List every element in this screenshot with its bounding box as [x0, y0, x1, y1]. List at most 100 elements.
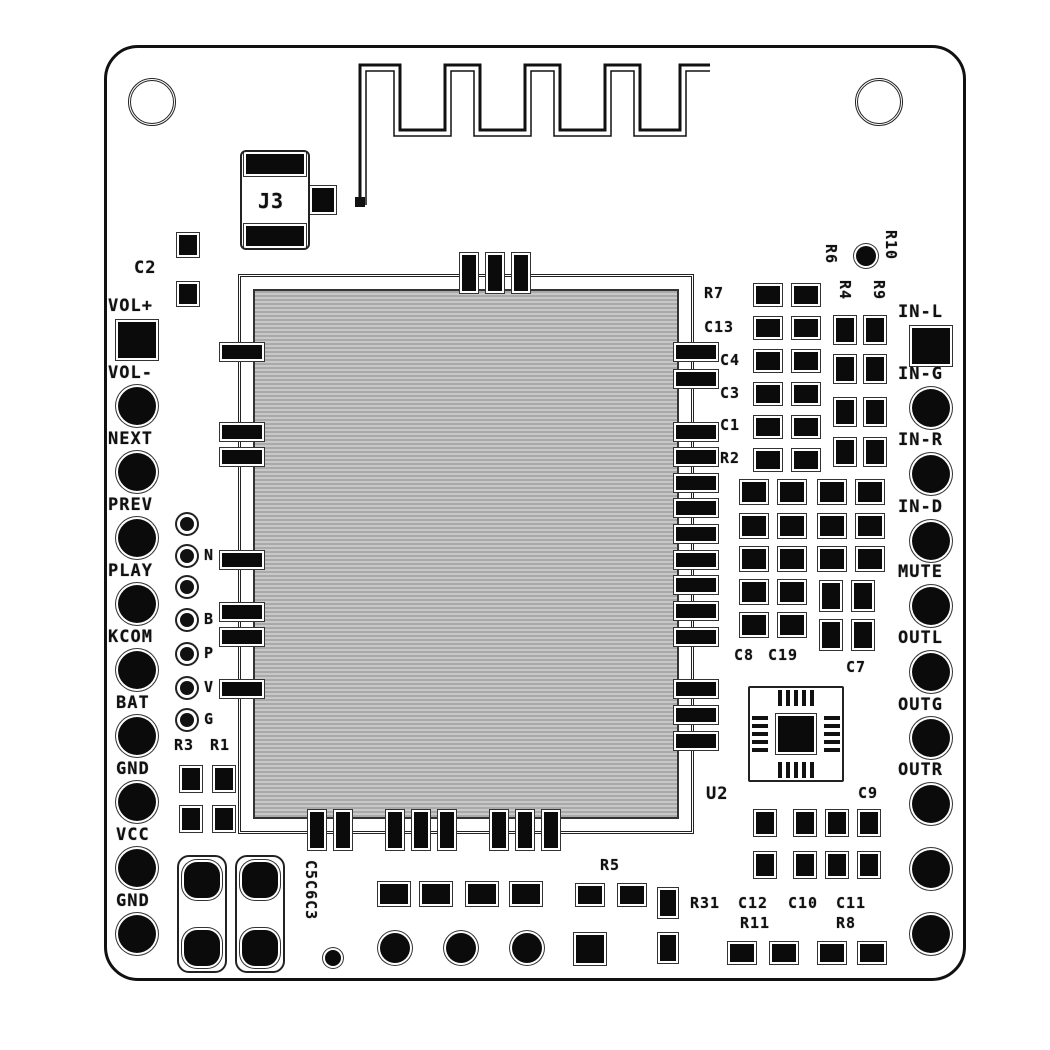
cap-pad: [796, 854, 814, 876]
header-label-outl: OUTL: [898, 628, 943, 648]
large-cap-pad: [184, 930, 220, 966]
j3-label: J3: [258, 189, 285, 213]
smd-pad: [780, 615, 804, 635]
led-pad: [180, 713, 194, 727]
header-pin-square: [912, 328, 950, 364]
smd-pad: [742, 582, 766, 602]
module-top-pad: [462, 255, 476, 291]
large-cap-pad: [184, 862, 220, 898]
test-point-square: [576, 935, 604, 963]
module-left-pad: [222, 345, 262, 359]
header-label-vcc: VCC: [116, 825, 150, 845]
smd-pad: [822, 583, 840, 609]
header-pin: [118, 783, 156, 821]
led-pad: [180, 549, 194, 563]
smd-pad: [512, 884, 540, 904]
r1-pad-2: [215, 808, 233, 830]
u2-label: U2: [706, 784, 729, 804]
connector-j3: J3: [240, 150, 334, 250]
module-right-pad: [676, 476, 716, 490]
header-pin: [912, 653, 950, 691]
test-point: [512, 933, 542, 963]
j3-pad-bottom: [246, 226, 304, 246]
r11-label: R11: [740, 914, 771, 932]
smd-pad: [794, 319, 818, 337]
module-bottom-pad: [336, 812, 350, 848]
module-right-pad: [676, 734, 716, 748]
c4-label: C4: [720, 351, 741, 369]
module-right-pad: [676, 682, 716, 696]
module-bottom-pad: [388, 812, 402, 848]
mounting-hole-top-left: [128, 78, 176, 126]
smd-pad: [780, 549, 804, 569]
c11-label: C11: [836, 894, 867, 912]
r10-label: R10: [882, 230, 900, 261]
r3-pad-2: [182, 808, 200, 830]
smd-pad: [742, 549, 766, 569]
c13-label: C13: [704, 318, 735, 336]
r31-pad-1: [660, 890, 676, 916]
mounting-hole-top-right: [855, 78, 903, 126]
smd-pad: [756, 352, 780, 370]
module-right-pad: [676, 450, 716, 464]
led-pad: [180, 647, 194, 661]
via-pad: [325, 950, 341, 966]
header-label-prev: PREV: [108, 495, 153, 515]
header-pin: [118, 519, 156, 557]
module-bottom-pad: [492, 812, 506, 848]
module-right-pad: [676, 345, 716, 359]
c5c6c3-label: C5C6C3: [302, 860, 320, 921]
r1-pad-1: [215, 768, 233, 790]
j3-outline: [240, 150, 310, 250]
smd-pad: [756, 286, 780, 304]
smd-pad: [742, 482, 766, 502]
smd-pad: [854, 583, 872, 609]
smd-pad: [836, 400, 854, 424]
c2-pad-1: [179, 235, 197, 255]
r5-pad-1: [578, 886, 602, 904]
cap-pad: [860, 812, 878, 834]
smd-pad: [380, 884, 408, 904]
header-label-kcom: KCOM: [108, 627, 153, 647]
r11-pad-2: [772, 944, 796, 962]
smd-pad: [794, 451, 818, 469]
smd-pad: [794, 352, 818, 370]
module-left-pad: [222, 425, 262, 439]
module-left-pad: [222, 450, 262, 464]
smd-pad: [858, 516, 882, 536]
header-pin: [912, 719, 950, 757]
header-label-outr: OUTR: [898, 760, 943, 780]
smd-pad: [794, 385, 818, 403]
r3-pad-1: [182, 768, 200, 790]
smd-pad: [836, 318, 854, 342]
large-cap-outline: [177, 855, 227, 973]
header-pin: [912, 389, 950, 427]
r5-pad-2: [620, 886, 644, 904]
smd-pad: [756, 451, 780, 469]
r11-pad-1: [730, 944, 754, 962]
smd-pad: [756, 319, 780, 337]
header-label-in-r: IN-R: [898, 430, 943, 450]
smd-pad: [422, 884, 450, 904]
header-pin-square: [118, 322, 156, 358]
header-pin: [118, 915, 156, 953]
c12-label: C12: [738, 894, 769, 912]
j3-pad-side: [312, 188, 334, 212]
c19-label: C19: [768, 646, 799, 664]
smd-pad: [756, 385, 780, 403]
header-label-in-d: IN-D: [898, 497, 943, 517]
header-pin: [912, 785, 950, 823]
c2-label: C2: [134, 258, 157, 278]
smd-pad: [854, 622, 872, 648]
cap-pad: [756, 812, 774, 834]
c3-label: C3: [720, 384, 741, 402]
module-bottom-pad: [310, 812, 324, 848]
header-label-play: PLAY: [108, 561, 153, 581]
led-label-g: G: [204, 710, 215, 728]
led-label-n: N: [204, 546, 215, 564]
module-bottom-pad: [414, 812, 428, 848]
smd-pad: [468, 884, 496, 904]
module-right-pad: [676, 501, 716, 515]
c1-label: C1: [720, 416, 741, 434]
c9-label: C9: [858, 784, 879, 802]
